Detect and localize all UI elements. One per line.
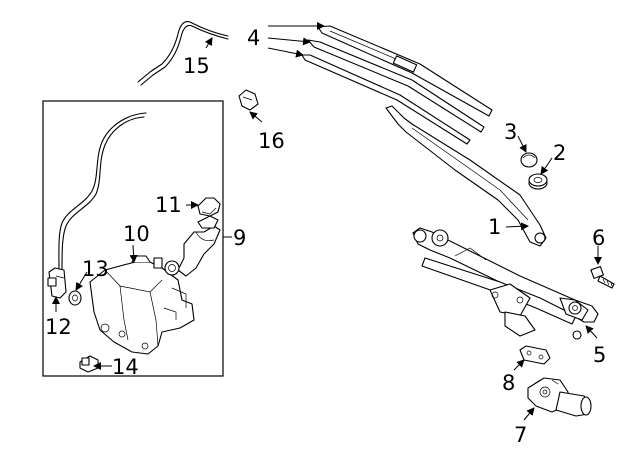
pump-grommet bbox=[68, 290, 82, 306]
wiper-blades bbox=[301, 25, 493, 145]
callout-9: 9 bbox=[233, 226, 246, 250]
washer-pump bbox=[47, 267, 67, 299]
level-sensor bbox=[79, 355, 99, 373]
callout-15: 15 bbox=[183, 54, 210, 78]
callout-10: 10 bbox=[123, 222, 150, 246]
washer-reservoir bbox=[89, 255, 195, 355]
callout-3: 3 bbox=[504, 120, 517, 144]
callout-11: 11 bbox=[155, 193, 182, 217]
callout-8: 8 bbox=[502, 371, 515, 395]
callout-14: 14 bbox=[112, 355, 139, 379]
reservoir-hose bbox=[58, 112, 147, 271]
callout-labels: 1 2 3 4 5 6 7 8 9 10 11 12 13 14 15 16 bbox=[45, 26, 606, 447]
callout-13: 13 bbox=[82, 257, 109, 281]
pivot-nut bbox=[528, 173, 548, 190]
callout-7: 7 bbox=[514, 423, 527, 447]
callout-12: 12 bbox=[45, 315, 72, 339]
callout-5: 5 bbox=[593, 343, 606, 367]
callout-2: 2 bbox=[553, 141, 566, 165]
mounting-bolt bbox=[590, 265, 615, 289]
callout-16: 16 bbox=[258, 129, 285, 153]
callout-6: 6 bbox=[592, 226, 605, 250]
washer-nozzle bbox=[238, 89, 259, 111]
filler-neck bbox=[164, 225, 221, 277]
callout-4: 4 bbox=[247, 26, 260, 50]
leader-lines bbox=[52, 22, 602, 421]
wiper-linkage bbox=[412, 227, 599, 340]
washer-hose-upper bbox=[137, 21, 229, 86]
wiper-motor bbox=[527, 377, 592, 417]
wiper-arm bbox=[385, 105, 547, 247]
motor-bracket bbox=[519, 345, 551, 365]
pivot-cap bbox=[520, 152, 538, 168]
callout-1: 1 bbox=[488, 215, 501, 239]
reservoir-inset-frame bbox=[42, 100, 224, 377]
filler-cap bbox=[197, 197, 221, 229]
